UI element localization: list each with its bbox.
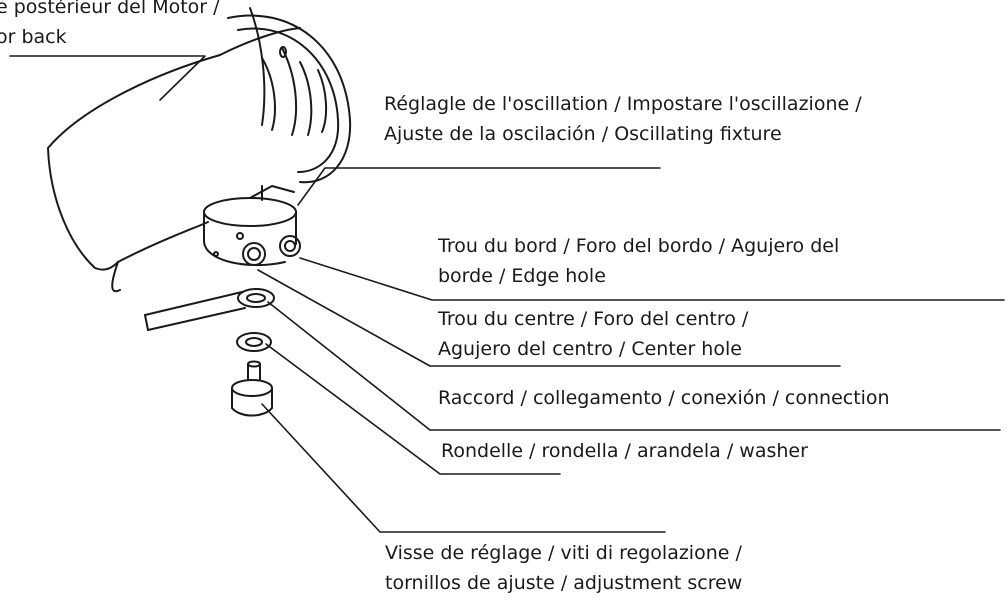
leader-lines xyxy=(9,55,1005,533)
adjustment-screw xyxy=(231,360,273,417)
label-adjustment-screw: Visse de réglage / viti di regolazione /… xyxy=(385,538,742,598)
label-connection-line1: Raccord / collegamento / conexión / conn… xyxy=(438,387,890,409)
label-connection: Raccord / collegamento / conexión / conn… xyxy=(438,383,890,413)
label-edge-hole-line2: borde / Edge hole xyxy=(438,265,606,287)
label-motor-back-line2: or back xyxy=(0,26,67,48)
label-motor-back: e postérieur del Motor / or back xyxy=(0,0,220,52)
label-washer-line1: Rondelle / rondella / arandela / washer xyxy=(441,440,808,462)
oscillation-fixture xyxy=(203,185,301,267)
label-motor-back-line1: e postérieur del Motor / xyxy=(0,0,220,18)
label-oscillating-fixture-line2: Ajuste de la oscilación / Oscillating fi… xyxy=(384,123,782,145)
label-edge-hole-line1: Trou du bord / Foro del bordo / Agujero … xyxy=(438,235,840,257)
label-edge-hole: Trou du bord / Foro del bordo / Agujero … xyxy=(438,231,839,291)
washer-part xyxy=(236,332,272,352)
label-center-hole: Trou du centre / Foro del centro / Aguje… xyxy=(438,304,748,364)
label-adjustment-screw-line2: tornillos de ajuste / adjustment screw xyxy=(385,572,743,594)
label-center-hole-line1: Trou du centre / Foro del centro / xyxy=(438,308,749,330)
label-washer: Rondelle / rondella / arandela / washer xyxy=(441,436,808,466)
motor-housing xyxy=(47,7,352,293)
connection-arm xyxy=(144,288,275,331)
label-oscillating-fixture-line1: Réglagle de l'oscillation / Impostare l'… xyxy=(384,93,862,115)
label-center-hole-line2: Agujero del centro / Center hole xyxy=(438,338,742,360)
label-adjustment-screw-line1: Visse de réglage / viti di regolazione / xyxy=(385,542,742,564)
label-oscillating-fixture: Réglagle de l'oscillation / Impostare l'… xyxy=(384,89,862,149)
